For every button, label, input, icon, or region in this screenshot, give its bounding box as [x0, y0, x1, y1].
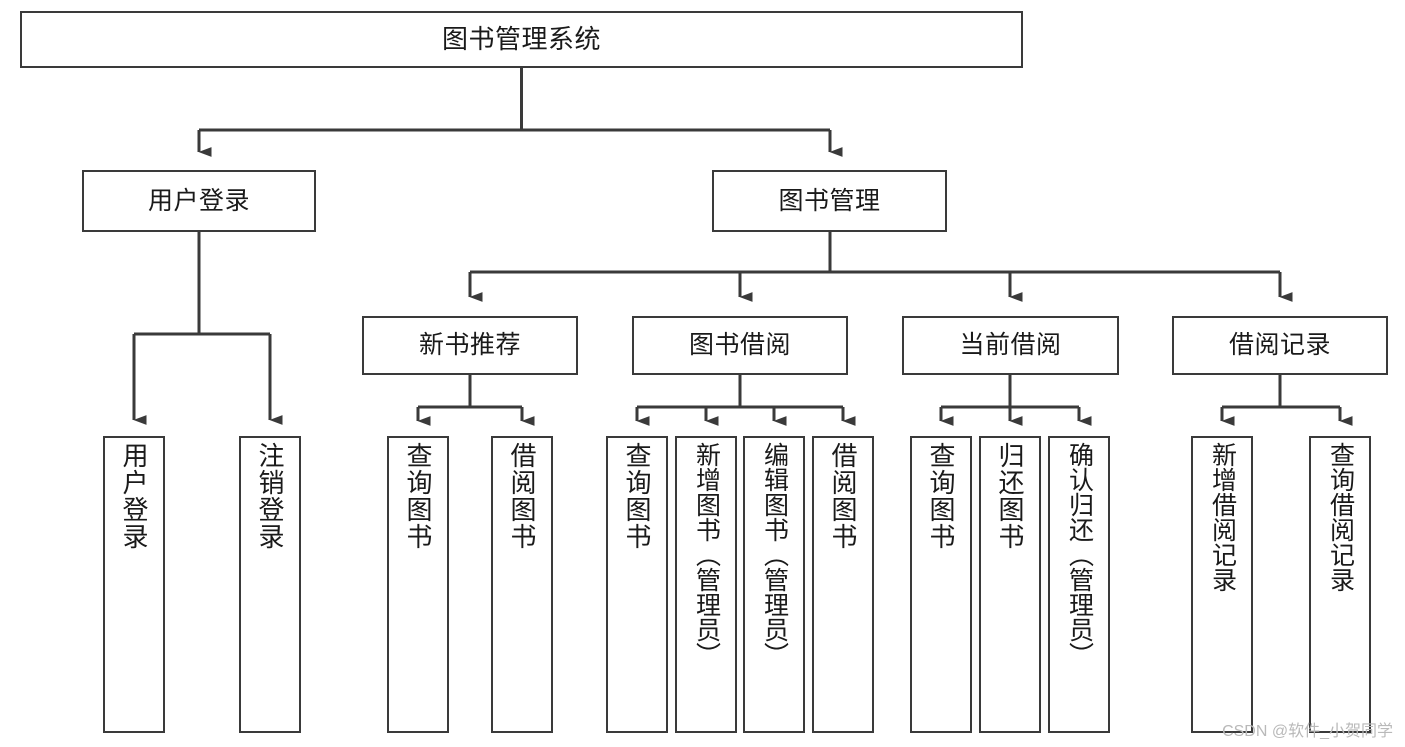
leaf-node-edit-book-admin[interactable]: 编辑图书（管理员） — [743, 436, 805, 733]
node-label: 查询借阅记录 — [1326, 442, 1355, 592]
leaf-node-add-book-admin[interactable]: 新增图书（管理员） — [675, 436, 737, 733]
leaf-node-user-login[interactable]: 用户登录 — [103, 436, 165, 733]
leaf-node-logout[interactable]: 注销登录 — [239, 436, 301, 733]
node-label: 查询图书 — [403, 442, 433, 550]
leaf-node-query-book-recommendation[interactable]: 查询图书 — [387, 436, 449, 733]
node-label: 借阅图书 — [828, 442, 858, 550]
node-label: 用户登录 — [147, 186, 250, 215]
node-new-book-recommendation[interactable]: 新书推荐 — [362, 316, 578, 375]
node-user-login[interactable]: 用户登录 — [82, 170, 316, 232]
node-label: 归还图书 — [995, 442, 1025, 550]
node-label: 新增借阅记录 — [1208, 442, 1237, 592]
node-label: 新增图书（管理员） — [692, 442, 721, 667]
node-label: 图书借阅 — [688, 331, 791, 360]
node-label: 用户登录 — [119, 442, 149, 550]
leaf-node-query-book-borrowing[interactable]: 查询图书 — [606, 436, 668, 733]
leaf-node-borrow-book-borrowing[interactable]: 借阅图书 — [812, 436, 874, 733]
node-label: 查询图书 — [622, 442, 652, 550]
leaf-node-borrow-book-recommendation[interactable]: 借阅图书 — [491, 436, 553, 733]
node-label: 新书推荐 — [418, 331, 521, 360]
node-label: 查询图书 — [926, 442, 956, 550]
node-label: 注销登录 — [255, 442, 285, 550]
node-label: 图书管理系统 — [441, 23, 601, 54]
node-current-borrowing[interactable]: 当前借阅 — [902, 316, 1119, 375]
leaf-node-add-borrowing-record[interactable]: 新增借阅记录 — [1191, 436, 1253, 733]
watermark-text: CSDN @软件_小贺同学 — [1222, 723, 1393, 740]
leaf-node-query-book-current[interactable]: 查询图书 — [910, 436, 972, 733]
leaf-node-query-borrowing-record[interactable]: 查询借阅记录 — [1309, 436, 1371, 733]
node-label: 借阅记录 — [1228, 331, 1331, 360]
leaf-node-confirm-return-admin[interactable]: 确认归还（管理员） — [1048, 436, 1110, 733]
node-book-management[interactable]: 图书管理 — [712, 170, 947, 232]
node-borrowing-record[interactable]: 借阅记录 — [1172, 316, 1388, 375]
node-book-borrowing[interactable]: 图书借阅 — [632, 316, 848, 375]
leaf-node-return-book[interactable]: 归还图书 — [979, 436, 1041, 733]
node-label: 编辑图书（管理员） — [760, 442, 789, 667]
node-label: 确认归还（管理员） — [1065, 442, 1094, 667]
node-root-book-management-system[interactable]: 图书管理系统 — [20, 11, 1023, 68]
node-label: 当前借阅 — [959, 331, 1062, 360]
node-label: 借阅图书 — [507, 442, 537, 550]
node-label: 图书管理 — [778, 186, 881, 215]
